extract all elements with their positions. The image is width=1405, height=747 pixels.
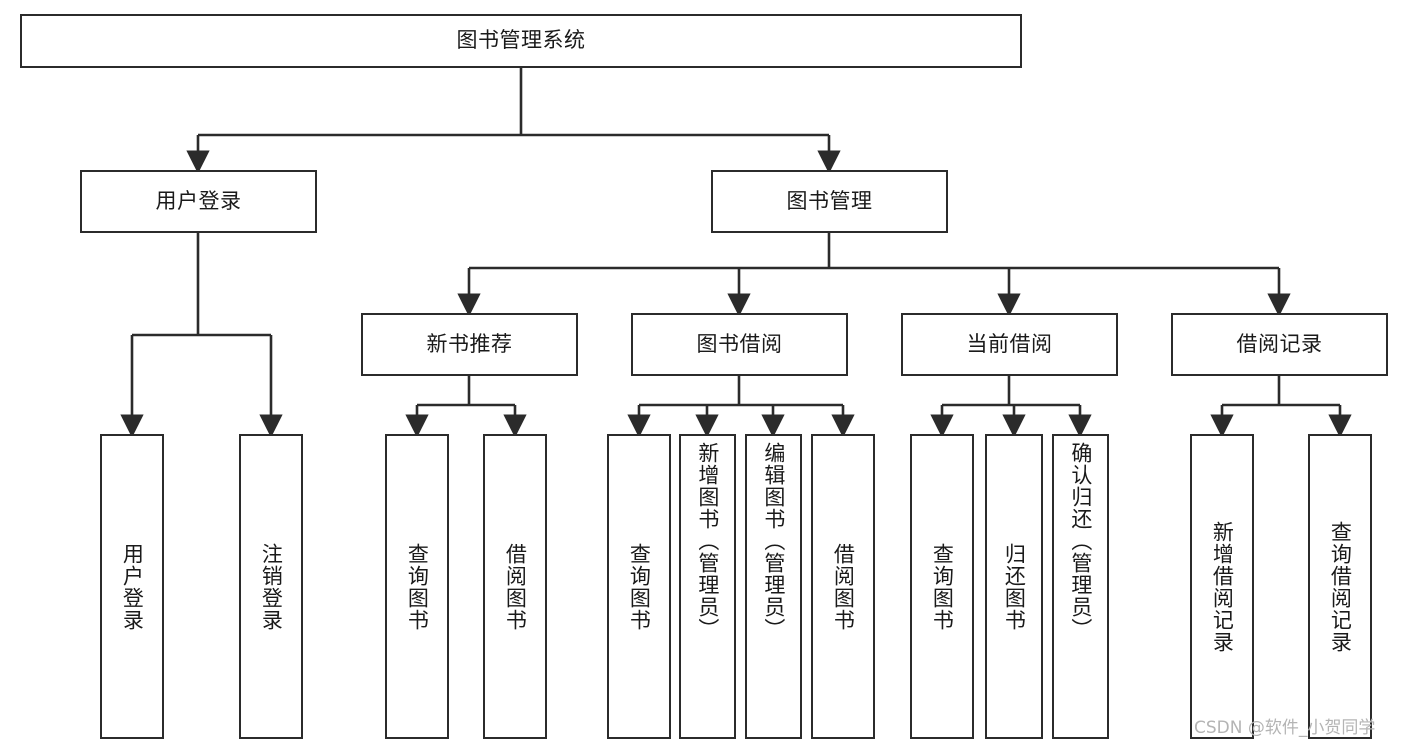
- node-label: 借阅图书: [503, 542, 528, 631]
- node-label: 图书借阅: [696, 331, 783, 356]
- node-label: 借阅记录: [1236, 331, 1323, 356]
- node-leaf-user-login[interactable]: 用户登录: [100, 434, 164, 739]
- node-label: 查询图书: [930, 542, 955, 631]
- node-book-management[interactable]: 图书管理: [711, 170, 948, 233]
- node-new-book-recommendation[interactable]: 新书推荐: [361, 313, 578, 376]
- node-leaf-logout[interactable]: 注销登录: [239, 434, 303, 739]
- node-label: 确认归还（管理员）: [1068, 442, 1093, 640]
- node-label: 查询图书: [405, 542, 430, 631]
- node-leaf-confirm-return-admin[interactable]: 确认归还（管理员）: [1052, 434, 1109, 739]
- node-label: 查询图书: [627, 542, 652, 631]
- node-leaf-borrow-book-recommendation[interactable]: 借阅图书: [483, 434, 547, 739]
- node-label: 归还图书: [1002, 542, 1027, 631]
- node-label: 用户登录: [120, 542, 145, 631]
- node-current-borrowing[interactable]: 当前借阅: [901, 313, 1118, 376]
- node-label: 编辑图书（管理员）: [761, 442, 786, 640]
- csdn-watermark: CSDN @软件_小贺同学: [1194, 718, 1376, 738]
- node-label: 查询借阅记录: [1328, 520, 1353, 653]
- node-book-borrowing[interactable]: 图书借阅: [631, 313, 848, 376]
- node-label: 新增图书（管理员）: [695, 442, 720, 640]
- node-label: 借阅图书: [831, 542, 856, 631]
- node-leaf-query-borrow-record[interactable]: 查询借阅记录: [1308, 434, 1372, 739]
- node-label: 新书推荐: [426, 331, 513, 356]
- node-label: 当前借阅: [966, 331, 1053, 356]
- node-leaf-query-book-current[interactable]: 查询图书: [910, 434, 974, 739]
- node-label: 图书管理系统: [456, 28, 586, 53]
- node-label: 新增借阅记录: [1210, 520, 1235, 653]
- node-label: 注销登录: [259, 542, 284, 631]
- node-leaf-edit-book-admin[interactable]: 编辑图书（管理员）: [745, 434, 802, 739]
- node-leaf-add-borrow-record[interactable]: 新增借阅记录: [1190, 434, 1254, 739]
- node-leaf-add-book-admin[interactable]: 新增图书（管理员）: [679, 434, 736, 739]
- node-leaf-return-book[interactable]: 归还图书: [985, 434, 1043, 739]
- node-borrowing-records[interactable]: 借阅记录: [1171, 313, 1388, 376]
- node-label: 图书管理: [786, 188, 873, 213]
- node-label: 用户登录: [155, 188, 242, 213]
- node-root-book-management-system[interactable]: 图书管理系统: [20, 14, 1022, 68]
- node-leaf-borrow-book[interactable]: 借阅图书: [811, 434, 875, 739]
- node-leaf-query-book-recommendation[interactable]: 查询图书: [385, 434, 449, 739]
- node-leaf-query-book-borrowing[interactable]: 查询图书: [607, 434, 671, 739]
- node-user-login[interactable]: 用户登录: [80, 170, 317, 233]
